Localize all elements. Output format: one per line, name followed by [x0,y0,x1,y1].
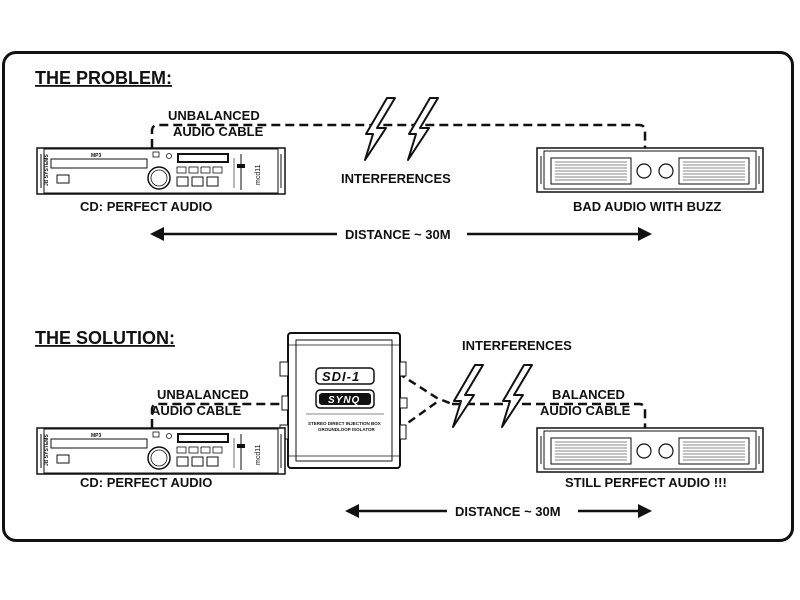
solution-cable-label-line1: UNBALANCED [157,387,249,402]
solution-amp-label: STILL PERFECT AUDIO !!! [565,475,727,490]
solution-balanced-cable [452,402,647,428]
amplifier [536,147,764,193]
solution-balanced-label-line2: AUDIO CABLE [540,403,631,418]
problem-cd-label: CD: PERFECT AUDIO [80,199,212,214]
problem-heading: THE PROBLEM: [35,68,172,88]
cd-player-brand: JB SYSTEMS [44,434,50,466]
synq-brand: SYNQ [328,395,360,406]
sdi-1-box [279,332,408,469]
problem-interferences-label: INTERFERENCES [341,171,451,186]
cd-player [36,427,286,475]
cd-player-mp3-label: MP3 [91,433,102,439]
sdi-1-desc-line1: STEREO DIRECT INJECTION BOX [308,421,381,426]
arrow-right-icon [638,504,652,518]
sdi-1-model: SDI-1 [322,369,360,384]
solution-balanced-cable-lower [397,400,438,432]
solution-cd-label: CD: PERFECT AUDIO [80,475,212,490]
cd-player-model: mcd11 [255,444,262,465]
solution-cable-label-line2: AUDIO CABLE [151,403,242,418]
cd-player [36,147,286,195]
cd-player-brand: JB SYSTEMS [44,154,50,186]
problem-amp-label: BAD AUDIO WITH BUZZ [573,199,721,214]
lightning-bolt-icon [407,97,439,161]
solution-balanced-cable-upper [397,371,453,406]
problem-cable-label-line1: UNBALANCED [168,108,260,123]
cd-player-mp3-label: MP3 [91,153,102,159]
arrow-left-icon [345,504,359,518]
lightning-bolt-icon [501,364,533,428]
problem-distance-label: DISTANCE ~ 30M [345,227,451,242]
solution-interferences-label: INTERFERENCES [462,338,572,353]
sdi-1-desc-line2: GROUNDLOOP ISOLATOR [318,427,376,432]
problem-unbalanced-cable [150,123,647,148]
cd-player-model: mcd11 [255,164,262,185]
solution-unbalanced-cable [150,402,290,428]
arrow-left-icon [150,227,164,241]
amplifier [536,427,764,473]
arrow-right-icon [638,227,652,241]
solution-balanced-label-line1: BALANCED [552,387,625,402]
solution-distance-label: DISTANCE ~ 30M [455,504,561,519]
solution-heading: THE SOLUTION: [35,328,175,348]
lightning-bolt-icon [364,97,396,161]
lightning-bolt-icon [452,364,484,428]
problem-cable-label-line2: AUDIO CABLE [173,124,264,139]
